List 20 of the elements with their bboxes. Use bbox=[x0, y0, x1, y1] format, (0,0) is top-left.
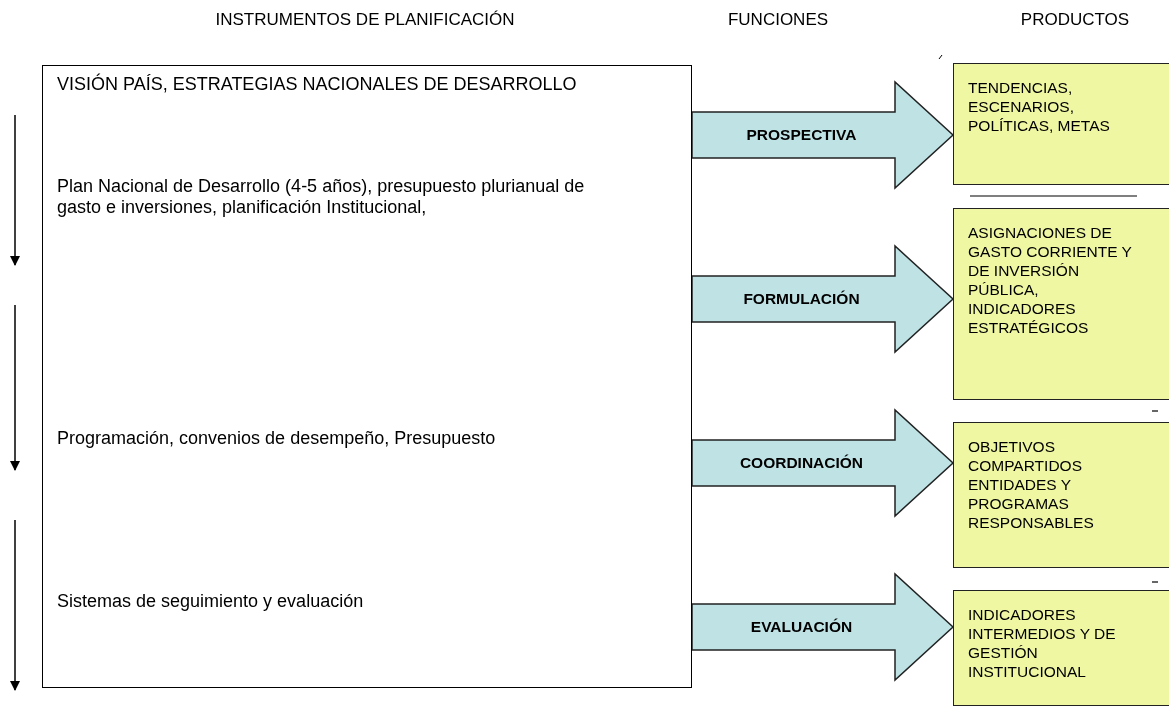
column-heading: FUNCIONES bbox=[727, 10, 829, 30]
instrument-box bbox=[42, 65, 692, 688]
function-label: PROSPECTIVA bbox=[746, 126, 857, 144]
product-box: TENDENCIAS, ESCENARIOS, POLÍTICAS, METAS bbox=[953, 63, 1169, 185]
product-box: ASIGNACIONES DE GASTO CORRIENTE Y DE INVERSIÓN PÚBLICA, INDICADORES ESTRATÉGICOS bbox=[953, 208, 1169, 400]
instrument-text: Programación, convenios de desempeño, Presupuesto bbox=[57, 428, 497, 449]
block-arrow bbox=[691, 408, 955, 518]
column-heading: PRODUCTOS bbox=[1020, 10, 1130, 30]
block-arrow bbox=[691, 80, 955, 190]
column-heading: INSTRUMENTOS DE PLANIFICACIÓN bbox=[215, 10, 515, 30]
product-box: OBJETIVOS COMPARTIDOS ENTIDADES Y PROGRAMAS RESPONSABLES bbox=[953, 422, 1169, 568]
instrument-text: Sistemas de seguimiento y evaluación bbox=[57, 591, 365, 612]
block-arrow bbox=[691, 572, 955, 682]
function-label: EVALUACIÓN bbox=[750, 618, 853, 636]
function-label: FORMULACIÓN bbox=[743, 290, 860, 308]
product-box: INDICADORES INTERMEDIOS Y DE GESTIÓN INSTITUCIONAL bbox=[953, 590, 1169, 706]
instrument-text: Plan Nacional de Desarrollo (4-5 años), presupuesto plurianual de gasto e inversiones, planificación Institucional, bbox=[57, 176, 586, 218]
instrument-text: VISIÓN PAÍS, ESTRATEGIAS NACIONALES DE DESARROLLO bbox=[57, 74, 578, 95]
block-arrow bbox=[691, 244, 955, 354]
function-label: COORDINACIÓN bbox=[739, 454, 864, 472]
